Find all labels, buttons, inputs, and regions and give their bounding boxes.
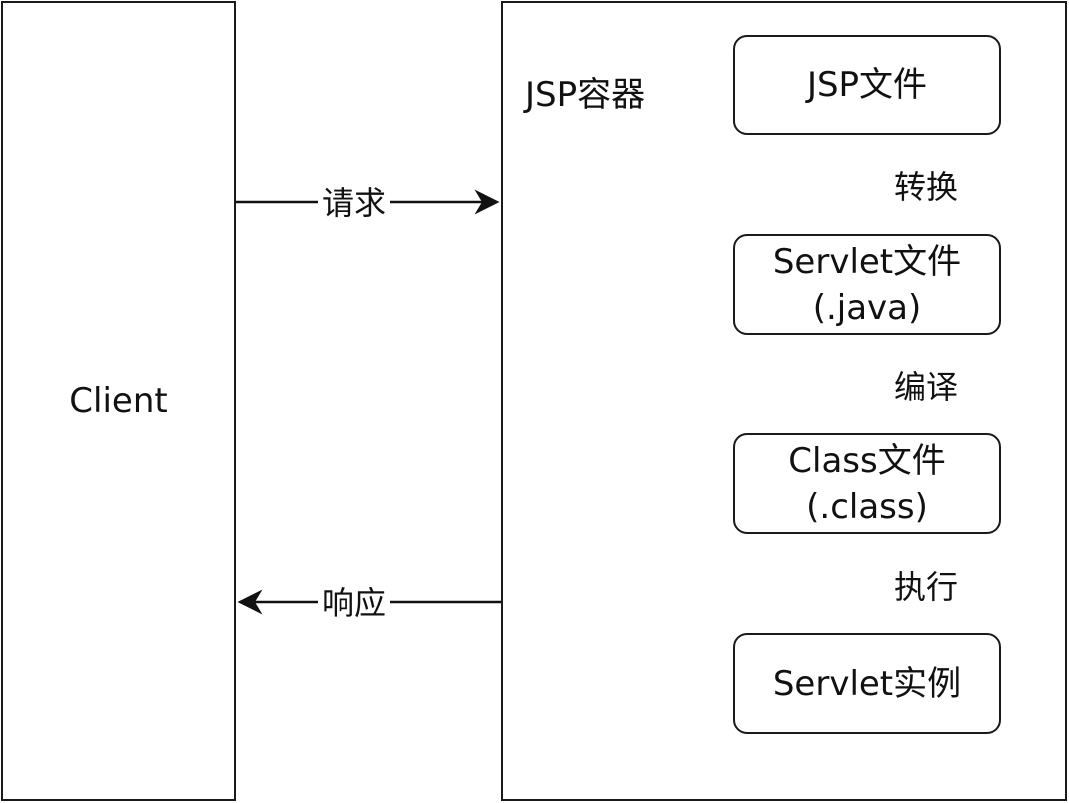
step-servlet-instance-label: Servlet实例 bbox=[772, 663, 962, 704]
step-jsp-file-label: JSP文件 bbox=[806, 65, 928, 105]
jsp-container-label: JSP容器 bbox=[525, 75, 646, 115]
step-servlet-file-label: Servlet文件 bbox=[772, 241, 962, 282]
client-label: Client bbox=[69, 381, 168, 421]
step-servlet-instance: Servlet实例 bbox=[733, 633, 1001, 734]
step-class-file-extension: (.class) bbox=[806, 486, 928, 527]
convert-label: 转换 bbox=[894, 168, 959, 206]
request-label: 请求 bbox=[318, 178, 391, 224]
execute-label: 执行 bbox=[894, 568, 959, 606]
compile-label: 编译 bbox=[894, 368, 959, 406]
client-box: Client bbox=[1, 1, 236, 801]
step-class-file-label: Class文件 bbox=[788, 440, 946, 481]
step-servlet-file-extension: (.java) bbox=[812, 287, 922, 328]
step-jsp-file: JSP文件 bbox=[733, 35, 1001, 135]
step-class-file: Class文件 (.class) bbox=[733, 433, 1001, 534]
response-label: 响应 bbox=[318, 578, 391, 624]
step-servlet-file: Servlet文件 (.java) bbox=[733, 234, 1001, 335]
